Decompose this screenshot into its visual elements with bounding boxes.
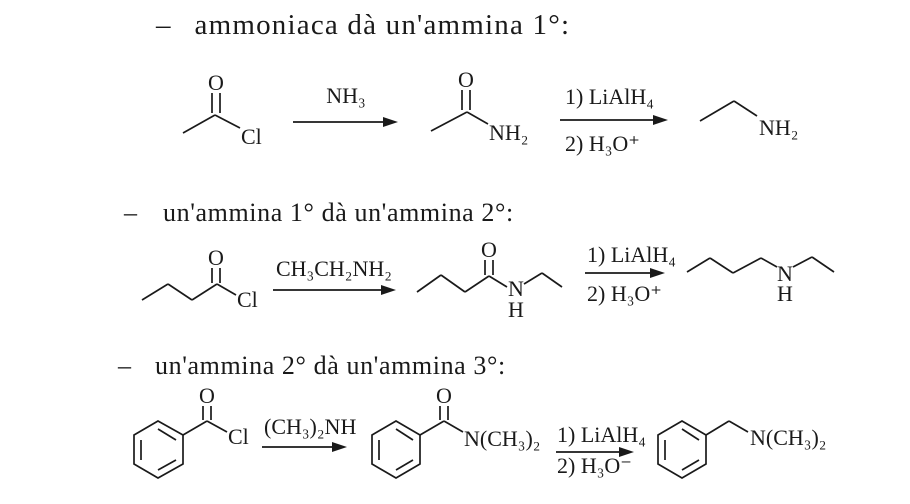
reaction-arrow-1: NH₃ — [293, 83, 398, 127]
bullet-dash: – — [124, 198, 137, 227]
butanoyl-chloride-structure: O Cl — [141, 245, 258, 312]
bond — [792, 256, 813, 268]
reagent-label: CH₃CH₂NH₂ — [276, 256, 392, 281]
oxygen-label: O — [208, 70, 224, 95]
step1-label: 1) LiAlH₄ — [587, 242, 676, 267]
bond — [216, 283, 237, 296]
dimethylbenzamide-structure: O N(CH₃)₂ — [371, 383, 540, 479]
bond — [699, 100, 735, 122]
bond — [182, 420, 208, 436]
bond — [811, 256, 835, 273]
step1-label: 1) LiAlH₄ — [557, 422, 646, 447]
aromatic-double-bond — [681, 459, 700, 471]
oxygen-label: O — [208, 245, 224, 270]
bond — [705, 420, 730, 436]
n-dimethyl-label: N(CH₃)₂ — [750, 425, 826, 450]
aromatic-double-bond — [395, 428, 414, 441]
bond — [686, 257, 711, 273]
chlorine-label: Cl — [228, 424, 249, 449]
bond — [541, 272, 563, 288]
aromatic-double-bond — [681, 428, 700, 441]
aromatic-double-bond — [395, 459, 414, 471]
step2-label: 2) H₃O⁺ — [565, 131, 640, 156]
acetamide-structure: O NH₂ — [430, 67, 528, 145]
n-ethylbutanamide-structure: O N H — [416, 237, 563, 322]
nitrogen-label: N — [508, 276, 524, 301]
reaction-scheme-3: O Cl (CH₃)₂NH O N(CH₃)₂ 1) LiAlH₄ 2) H₃O… — [133, 383, 826, 479]
bond — [182, 114, 216, 134]
bond — [466, 111, 489, 125]
bond — [214, 114, 241, 129]
bond — [488, 275, 508, 288]
ethylamine-structure: NH₂ — [699, 100, 798, 140]
reaction-arrow-2: 1) LiAlH₄ 2) H₃O⁺ — [585, 242, 676, 306]
oxygen-label: O — [481, 237, 497, 262]
arrow-head — [619, 447, 634, 457]
benzoyl-chloride-structure: O Cl — [133, 383, 249, 479]
nh2-label: NH₂ — [759, 115, 798, 140]
bond — [443, 420, 464, 433]
n-dimethyl-label: N(CH₃)₂ — [464, 426, 540, 451]
bond — [728, 420, 749, 433]
bullet-dash: – — [156, 9, 171, 41]
bond — [430, 111, 468, 132]
bond — [419, 420, 445, 436]
heading-primary-amine: – ammoniaca dà un'ammina 1°: — [156, 9, 570, 42]
acetyl-chloride-structure: O Cl — [182, 70, 262, 149]
bond — [440, 274, 466, 293]
bond — [206, 420, 228, 433]
reagent-label: (CH₃)₂NH — [264, 414, 356, 439]
reaction-arrow-2: 1) LiAlH₄ 2) H₃O⁻ — [556, 422, 646, 478]
dimethylbenzylamine-structure: N(CH₃)₂ — [657, 420, 826, 479]
reaction-scheme-2: O Cl CH₃CH₂NH₂ O N H 1) LiAlH₄ 2) H₃O — [141, 237, 835, 322]
nitrogen-label: N — [777, 261, 793, 286]
oxygen-label: O — [199, 383, 215, 408]
heading-text: ammoniaca dà un'ammina 1°: — [194, 9, 571, 41]
arrow-head — [383, 117, 398, 127]
aromatic-double-bond — [157, 428, 177, 441]
heading-text: un'ammina 1° dà un'ammina 2°: — [163, 198, 514, 227]
n-ethylbutylamine-structure: N H — [686, 256, 835, 306]
bond — [416, 274, 442, 293]
oxygen-label: O — [436, 383, 452, 408]
bond — [141, 283, 169, 301]
nh-hydrogen-label: H — [777, 281, 793, 306]
nh2-label: NH₂ — [489, 120, 528, 145]
heading-tertiary-amine: – un'ammina 2° dà un'ammina 3°: — [118, 351, 506, 381]
nh-hydrogen-label: H — [508, 297, 524, 322]
step2-label: 2) H₃O⁺ — [587, 281, 662, 306]
reaction-arrow-1: (CH₃)₂NH — [262, 414, 356, 452]
arrow-head — [332, 442, 347, 452]
bond — [191, 283, 218, 301]
step1-label: 1) LiAlH₄ — [565, 84, 654, 109]
arrow-head — [650, 268, 665, 278]
heading-text: un'ammina 2° dà un'ammina 3°: — [155, 351, 506, 380]
bond — [733, 100, 758, 117]
aromatic-double-bond — [157, 459, 177, 471]
arrow-head — [653, 115, 668, 125]
bond — [167, 283, 193, 301]
oxygen-label: O — [458, 67, 474, 92]
bond — [709, 257, 734, 274]
chlorine-label: Cl — [237, 287, 258, 312]
arrow-head — [381, 285, 396, 295]
bullet-dash: – — [118, 351, 131, 380]
bond — [732, 257, 762, 274]
heading-secondary-amine: – un'ammina 1° dà un'ammina 2°: — [124, 198, 514, 228]
reaction-scheme-1: O Cl NH₃ O NH₂ 1) LiAlH₄ 2) H₃O⁺ NH₂ — [182, 67, 798, 156]
bond — [464, 275, 490, 293]
step2-label: 2) H₃O⁻ — [557, 453, 632, 478]
bond — [523, 272, 543, 285]
chlorine-label: Cl — [241, 124, 262, 149]
bond — [760, 257, 778, 268]
reaction-arrow-1: CH₃CH₂NH₂ — [273, 256, 396, 295]
reaction-arrow-2: 1) LiAlH₄ 2) H₃O⁺ — [560, 84, 668, 156]
reagent-label: NH₃ — [326, 83, 365, 108]
